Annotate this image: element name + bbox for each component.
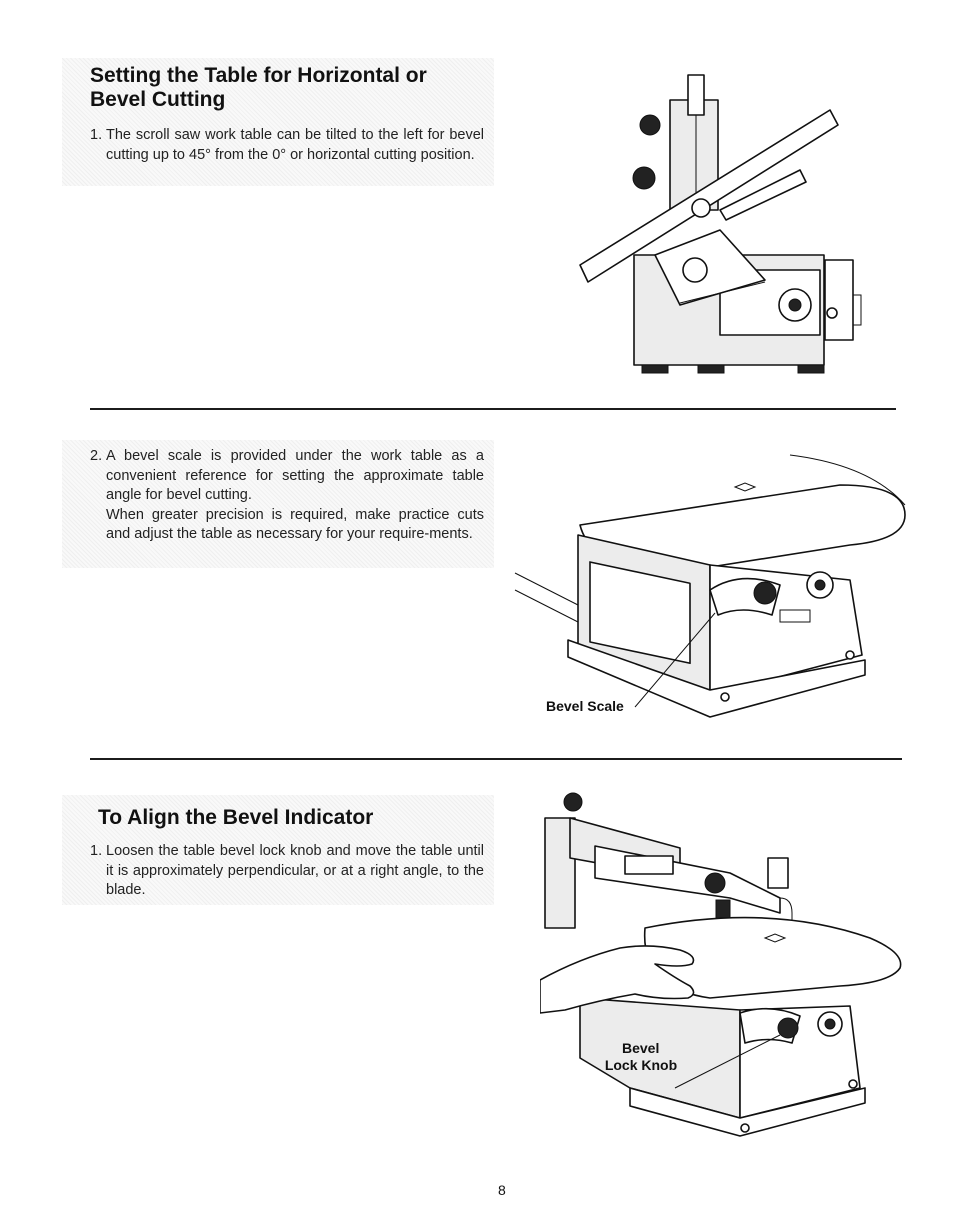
label-line1: Bevel	[622, 1040, 660, 1056]
step-text: A bevel scale is provided under the work…	[106, 448, 484, 503]
section2-shaded-box	[62, 440, 494, 568]
divider-2	[90, 758, 902, 760]
figure-tilted-table	[579, 74, 862, 374]
section1-title-line1: Setting the Table for Horizontal or	[90, 64, 427, 87]
hold-down-rod	[779, 897, 793, 928]
page-number: 8	[498, 1182, 506, 1198]
saw-foot-left	[641, 364, 669, 374]
step-number: 2.	[90, 448, 103, 464]
hand-illustration	[540, 945, 695, 1014]
screw-icon	[826, 307, 838, 319]
arm-label-plate	[624, 855, 674, 875]
bevel-scale-arc	[679, 281, 766, 304]
step-number: 1.	[90, 843, 103, 859]
side-window	[589, 561, 691, 665]
arm-rail-bottom	[514, 589, 579, 623]
label-line2: Lock Knob	[604, 1057, 678, 1073]
step-text-continued: When greater precision is required, make…	[106, 506, 484, 543]
screw-icon	[740, 1123, 750, 1133]
motor-knob-center-icon	[788, 298, 802, 312]
section3-step-1: 1. Loosen the table bevel lock knob and …	[90, 842, 484, 901]
figure-bevel-scale	[514, 454, 906, 718]
section1-step-1: 1. The scroll saw work table can be tilt…	[90, 126, 484, 165]
bevel-lock-knob-leader-line	[674, 1034, 781, 1089]
bevel-scale-leader-line	[634, 612, 716, 708]
section2-step-2: 2. A bevel scale is provided under the w…	[90, 447, 484, 545]
screw-icon	[848, 1079, 858, 1089]
figure-bevel-lock-knob	[540, 792, 902, 1137]
section3-title: To Align the Bevel Indicator	[98, 806, 374, 829]
step-text: Loosen the table bevel lock knob and mov…	[106, 843, 484, 898]
screw-icon	[845, 650, 855, 660]
tilted-table	[579, 109, 839, 283]
saw-foot-right	[797, 364, 825, 374]
section1-title: Setting the Table for Horizontal or Beve…	[90, 64, 490, 112]
bevel-lock-knob-icon	[753, 581, 777, 605]
blade-clamp	[767, 857, 789, 889]
saw-base-plate	[567, 639, 866, 718]
bevel-lock-knob-icon	[682, 257, 708, 283]
step-number: 1.	[90, 127, 103, 143]
table-pivot-icon	[691, 198, 711, 218]
step-text: The scroll saw work table can be tilted …	[106, 127, 484, 163]
screw-icon	[720, 692, 730, 702]
table-edge	[719, 169, 807, 221]
tension-knob-icon	[639, 114, 661, 136]
divider-1	[90, 408, 896, 410]
trunnion-bracket	[654, 229, 766, 306]
tension-knob-icon	[563, 792, 583, 812]
section1-shaded-box	[62, 58, 494, 186]
hold-down-knob-icon	[632, 166, 656, 190]
adjust-knob-center-icon	[824, 1018, 836, 1030]
bevel-scale-label: Bevel Scale	[546, 698, 624, 714]
arm-rail-top	[514, 572, 579, 606]
hold-down-knob-icon	[704, 872, 726, 894]
adjust-knob-center-icon	[814, 579, 826, 591]
saw-side-plate	[852, 294, 862, 326]
arm-front-housing	[594, 845, 781, 914]
saw-foot-middle	[697, 364, 725, 374]
table-back-edge	[789, 454, 906, 506]
section1-title-line2: Bevel Cutting	[90, 88, 226, 111]
scale-markings	[779, 609, 811, 623]
bevel-lock-knob-icon	[777, 1017, 799, 1039]
saw-motor-housing	[824, 259, 854, 341]
blade-holder	[687, 74, 705, 116]
bevel-lock-knob-label: Bevel Lock Knob	[600, 1040, 682, 1074]
section3-shaded-box	[62, 795, 494, 905]
blade-opening-icon	[763, 933, 787, 943]
blade-opening-icon	[733, 482, 757, 492]
